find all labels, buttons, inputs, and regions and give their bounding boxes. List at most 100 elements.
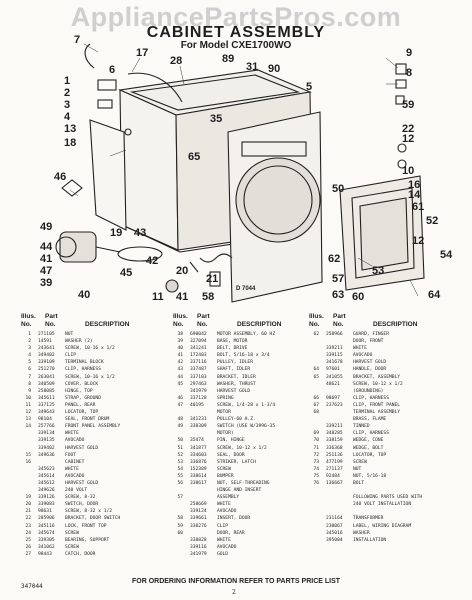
- part-description: WASHER, THRUST: [217, 381, 256, 387]
- callout-label: 47: [40, 265, 52, 277]
- part-number: 690042: [190, 332, 207, 337]
- parts-row: HINGE AND INSERT: [173, 487, 305, 494]
- illus-number: 43: [177, 367, 183, 373]
- column-header: Illus. No. Part No. DESCRIPTION: [21, 313, 169, 331]
- part-description: DOOR, REAR: [217, 530, 245, 536]
- part-number: 339305: [38, 537, 55, 543]
- part-description: BELT, DRIVE: [217, 346, 248, 352]
- illus-number: 46: [177, 395, 183, 401]
- part-description: SCREW, 1/4-28 x 1-3/4: [217, 402, 276, 408]
- callout-label: 58: [202, 291, 214, 303]
- illus-number: 73: [313, 459, 319, 465]
- part-number: 337116: [190, 360, 207, 366]
- part-description: CLIP, FRONT PANEL: [353, 402, 401, 408]
- illus-number: 65: [313, 374, 319, 380]
- part-description: (GROUNDING): [353, 388, 384, 394]
- callout-label: 62: [328, 253, 340, 265]
- header-illus-no: No.: [173, 321, 184, 328]
- part-number: 338828: [190, 537, 207, 543]
- part-number: 337487: [190, 367, 207, 373]
- callout-label: 60: [352, 291, 364, 303]
- header-description: DESCRIPTION: [373, 321, 418, 328]
- part-number: 172403: [190, 353, 207, 359]
- part-description: TERMINAL ASSEMBLY: [353, 410, 401, 416]
- illus-number: 67: [313, 402, 319, 408]
- part-description: AVOCADO: [65, 473, 85, 479]
- part-description: SCREW, 8-32: [65, 495, 96, 501]
- part-number: 349626: [38, 488, 55, 494]
- part-number: 338309: [190, 424, 207, 430]
- illus-number: 49: [177, 424, 183, 430]
- part-number: 338159: [326, 438, 343, 444]
- part-description: MOTOR ASSEMBLY, 60 HZ: [217, 332, 276, 337]
- part-number: 395004: [326, 537, 343, 543]
- part-description: AVOCADO: [217, 544, 237, 550]
- illus-number: 26: [25, 544, 31, 550]
- illus-number: 40: [177, 346, 183, 352]
- document-code: 347044: [21, 583, 43, 590]
- header-part-no: No.: [333, 321, 344, 328]
- part-number: 297463: [190, 381, 207, 387]
- part-number: 339083: [38, 502, 55, 508]
- illus-number: 57: [177, 495, 183, 501]
- callout-label: 89: [222, 53, 234, 65]
- illus-number: 70: [313, 438, 319, 444]
- illus-number: 52: [177, 452, 183, 458]
- callout-label: 53: [372, 265, 384, 277]
- part-description: BUMPER: [217, 473, 234, 479]
- part-description: WHITE: [65, 431, 79, 437]
- part-description: FRONT PANEL ASSEMBLY: [65, 424, 121, 430]
- part-number: 349402: [38, 353, 55, 359]
- part-description: SCREW: [353, 459, 367, 465]
- callout-label: 22: [402, 123, 414, 135]
- callout-label: 42: [146, 255, 158, 267]
- part-description: BRACKET, IDLER: [217, 374, 256, 380]
- parts-row: FOLLOWING PARTS USED WITH: [309, 494, 459, 501]
- part-number: 341231: [190, 417, 207, 423]
- part-number: 339134: [38, 431, 55, 437]
- part-number: 48621: [326, 381, 340, 387]
- header-description: DESCRIPTION: [237, 321, 282, 328]
- header-part-no: No.: [45, 321, 56, 328]
- part-number: 345614: [38, 473, 55, 479]
- illus-number: 11: [25, 402, 31, 408]
- header-part: Part: [197, 313, 210, 320]
- callout-label: 16: [408, 179, 420, 191]
- column-header: Illus. No. Part No. DESCRIPTION: [173, 313, 305, 331]
- part-number: 345612: [38, 480, 55, 486]
- part-description: INSTALLATION: [353, 537, 387, 543]
- part-description: AVOCADO: [217, 509, 237, 515]
- illus-number: 13: [25, 417, 31, 423]
- part-number: 345611: [38, 395, 55, 401]
- callout-label: 1: [64, 75, 70, 87]
